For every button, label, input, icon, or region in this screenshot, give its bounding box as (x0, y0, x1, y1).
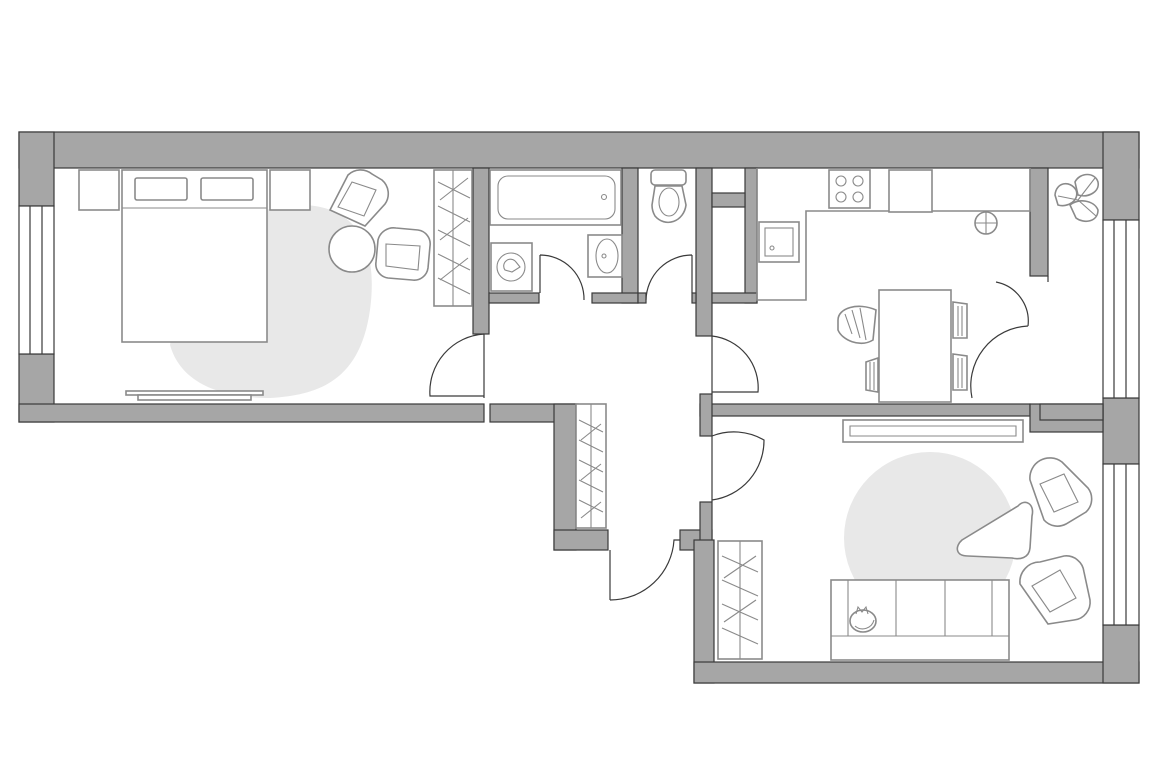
toilet-room (650, 169, 687, 224)
armchair-icon (375, 227, 431, 281)
chair-icon (865, 356, 879, 393)
kitchen-counter (756, 168, 1031, 301)
wardrobe-icon (575, 403, 607, 529)
bedroom (78, 169, 473, 401)
toilet-icon (650, 169, 687, 224)
chair-icon (837, 305, 877, 345)
wardrobe-icon (717, 540, 763, 660)
living-room-window (1102, 463, 1140, 626)
sofa-icon (830, 579, 1010, 661)
kitchen-sink (758, 221, 800, 263)
double-bed-icon (121, 169, 268, 343)
bathtub-icon (489, 169, 622, 226)
round-table-icon (328, 225, 376, 273)
tv-stand (842, 419, 1024, 443)
plant-icon (1054, 173, 1099, 223)
hallway (575, 403, 607, 529)
entrance-door (609, 539, 680, 601)
coffee-table (956, 501, 1034, 560)
kitchen (756, 168, 1099, 403)
wardrobe-icon (433, 169, 473, 307)
chair-icon (952, 353, 968, 391)
living-room (717, 419, 1093, 661)
armchair-icon (1029, 457, 1093, 527)
sink-icon (587, 234, 623, 278)
washing-machine-icon (490, 242, 533, 292)
fridge (888, 169, 933, 213)
stove-icon (828, 169, 871, 209)
kitchen-window (1102, 219, 1140, 399)
armchair-icon (328, 169, 390, 227)
nightstand-left (78, 169, 120, 211)
bedroom-door (429, 333, 485, 398)
bench (125, 390, 264, 401)
bathroom (489, 169, 623, 292)
chair-icon (952, 301, 968, 339)
bathroom-door (539, 254, 585, 301)
living-room-door (711, 431, 765, 502)
stool (974, 211, 998, 235)
balcony-door (970, 276, 1049, 399)
cat-icon (849, 605, 877, 633)
doors (429, 254, 1049, 601)
dining-table (878, 289, 952, 403)
windows (18, 205, 1140, 626)
walls (18, 131, 1140, 684)
bedroom-window (18, 205, 55, 355)
kitchen-door (711, 335, 759, 394)
toilet-door (645, 254, 693, 301)
nightstand-right (269, 169, 311, 211)
armchair-icon (1019, 555, 1091, 625)
